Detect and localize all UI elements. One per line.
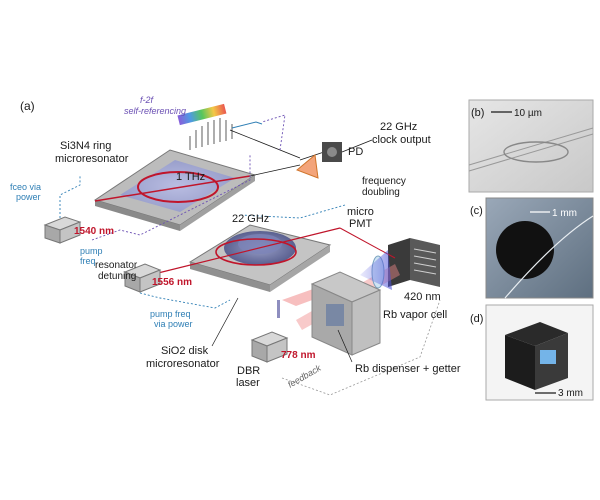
scale-bar-b: 10 µm xyxy=(514,108,542,119)
scale-bar-c: 1 mm xyxy=(552,208,577,219)
fceo-label-1: fceo via xyxy=(10,182,41,192)
wavelength-420: 420 nm xyxy=(404,291,441,303)
disk-label-1: SiO2 disk xyxy=(161,345,209,357)
rb-dispenser-label: Rb dispenser + getter xyxy=(355,363,461,375)
pmt-label: PMT xyxy=(349,218,373,230)
dbr-label-2: laser xyxy=(236,377,260,389)
f2f-label: f-2f xyxy=(140,95,155,105)
thz-label: 1 THz xyxy=(176,171,205,183)
panel-b xyxy=(468,99,594,193)
rb-vapor-cell-label: Rb vapor cell xyxy=(383,309,447,321)
panel-d xyxy=(485,304,594,401)
fceo-label-2: power xyxy=(16,192,41,202)
pump-power-label-1: pump freq xyxy=(150,309,191,319)
ring-chip xyxy=(93,149,257,231)
prism xyxy=(296,154,319,179)
fceo-feedback-path xyxy=(59,175,81,222)
feedback-label: feedback xyxy=(286,363,323,390)
ring-label-2: microresonator xyxy=(55,153,129,165)
clock-label-1: 22 GHz xyxy=(380,121,417,133)
pump-freq-label-1: pump xyxy=(80,246,103,256)
dbr-label-1: DBR xyxy=(237,365,260,377)
frequency-doubling-label-1: frequency xyxy=(362,176,406,187)
comb-spectrum xyxy=(177,103,263,150)
disk-chip xyxy=(149,224,341,292)
rb-vapor-cell xyxy=(310,271,382,356)
micro-pmt xyxy=(388,238,440,287)
photodetector xyxy=(322,142,342,162)
panel-label-a: (a) xyxy=(20,99,35,113)
ring-label-1: Si3N4 ring xyxy=(60,140,111,152)
blue-beam xyxy=(360,250,392,290)
panel-label-d: (d) xyxy=(470,313,483,325)
ghz22-label: 22 GHz xyxy=(232,213,269,225)
wavelength-1556: 1556 nm xyxy=(152,277,192,288)
dbr-laser xyxy=(250,331,289,363)
scale-bar-d: 3 mm xyxy=(558,388,583,399)
waveplate xyxy=(277,300,280,318)
self-referencing-label: self-referencing xyxy=(124,106,186,116)
micro-label: micro xyxy=(347,206,374,218)
frequency-doubling-label-2: doubling xyxy=(362,187,400,198)
laser-1556 xyxy=(123,263,162,293)
clock-label-2: clock output xyxy=(372,134,431,146)
panel-c xyxy=(485,197,594,299)
laser-1540 xyxy=(43,216,82,244)
resonator-detuning-label-1: resonator xyxy=(95,260,138,271)
disk-label-2: microresonator xyxy=(146,358,220,370)
feedback-path xyxy=(281,299,441,396)
wavelength-778: 778 nm xyxy=(281,350,316,361)
pump-power-label-2: via power xyxy=(154,319,193,329)
pd-label: PD xyxy=(348,146,363,158)
pump-freq-label-2: freq xyxy=(80,256,96,266)
wavelength-1540: 1540 nm xyxy=(74,226,114,237)
resonator-detuning-label-2: detuning xyxy=(98,271,136,282)
panel-label-b: (b) xyxy=(471,107,484,119)
panel-label-c: (c) xyxy=(470,205,483,217)
ring-resonator xyxy=(137,171,219,203)
